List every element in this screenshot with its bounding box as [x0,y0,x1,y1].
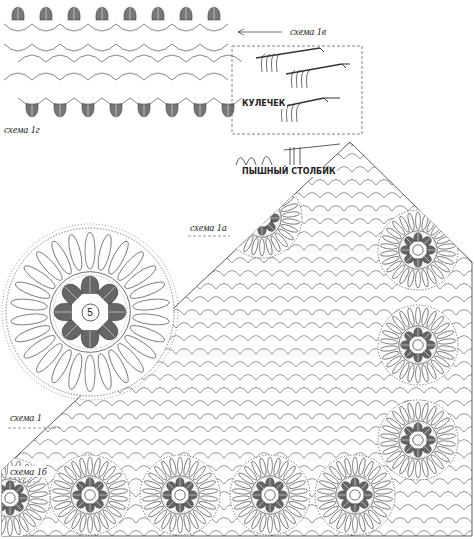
round-number: 5 [81,303,100,322]
flower-motif [378,305,458,385]
stitch-name: КУЛЕЧЕК [240,100,287,109]
flower-motif [378,400,458,480]
stitch-illustration [232,46,362,134]
chart-label: схема 1а [188,222,229,233]
flower-motif [50,455,130,535]
stitch-name: ПЫШНЫЙ СТОЛБИК [240,168,337,177]
flower-motif [140,455,220,535]
chart-label: схема 1 [8,412,44,423]
flower-motif [315,455,395,535]
chart-label: схема 1в [288,26,328,37]
shawl-outline [2,142,472,536]
flower-motif [230,455,310,535]
flower-motif [222,178,302,258]
chart-label: схема 1г [2,124,42,135]
flower-motif [378,210,458,290]
net-mesh [0,141,474,537]
flower-motif [6,228,174,396]
flower-motif [0,458,50,538]
round-number-text: 5 [87,307,93,318]
stitch-illustration [236,144,340,165]
chart-label: схема 1б [8,466,49,477]
